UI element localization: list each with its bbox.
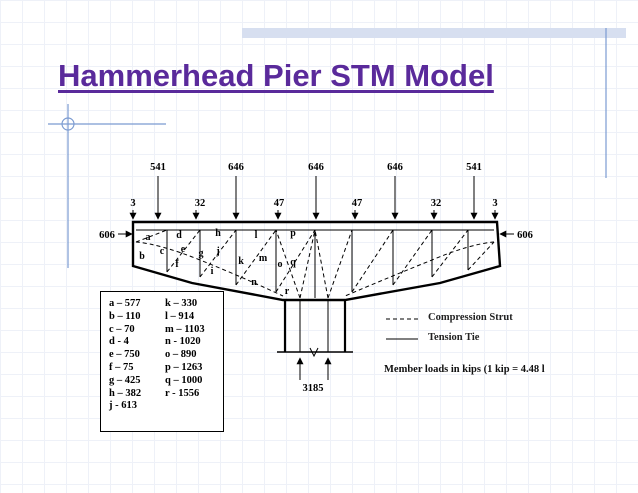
member-load-row: d - 4 — [109, 336, 129, 348]
top-load-label: 646 — [387, 162, 403, 173]
small-load-label: 32 — [431, 198, 442, 209]
member-letter: d — [176, 230, 182, 241]
top-load-label: 646 — [308, 162, 324, 173]
small-load-label: 3 — [492, 198, 497, 209]
top-load-label: 541 — [466, 162, 482, 173]
member-load-row: p – 1263 — [165, 361, 203, 373]
member-letter: l — [255, 230, 258, 241]
member-letter: h — [215, 228, 221, 239]
member-letter: r — [285, 286, 290, 297]
compression-struts — [135, 229, 495, 299]
member-load-row: j - 613 — [109, 400, 137, 412]
member-load-row: a – 577 — [109, 298, 141, 309]
member-letter: i — [211, 266, 214, 277]
tension-ties — [136, 229, 494, 298]
member-load-row: f – 75 — [109, 361, 134, 373]
top-load-label: 541 — [150, 162, 166, 173]
member-load-row: c – 70 — [109, 323, 135, 335]
member-letters: a b c d e f g h i j k l m n o p q r — [139, 228, 296, 297]
member-letter: k — [238, 256, 244, 267]
top-accent-bar — [242, 28, 626, 38]
small-load-label: 47 — [274, 198, 285, 209]
side-load-label-left: 606 — [99, 230, 115, 241]
base-reaction-arrows — [296, 357, 332, 380]
small-load-label: 32 — [195, 198, 206, 209]
member-letter: f — [175, 259, 179, 270]
member-letter: j — [215, 246, 219, 257]
member-letter: c — [160, 246, 165, 257]
member-load-row: r - 1556 — [165, 387, 200, 399]
member-letter: g — [199, 248, 204, 259]
member-load-row: l – 914 — [165, 310, 195, 322]
base-load-label: 3185 — [303, 383, 324, 394]
member-load-row: b – 110 — [109, 310, 141, 322]
small-load-label: 3 — [130, 198, 135, 209]
member-load-column-2: k – 330 l – 914 m – 1103 n - 1020 o – 89… — [165, 298, 205, 400]
member-load-column-1: a – 577 b – 110 c – 70 d - 4 e – 750 f –… — [109, 298, 141, 413]
member-load-row: m – 1103 — [165, 323, 205, 335]
member-letter: m — [259, 253, 268, 264]
top-load-label: 646 — [228, 162, 244, 173]
side-load-label-right: 606 — [517, 230, 533, 241]
slide-title: Hammerhead Pier STM Model — [58, 58, 494, 93]
member-letter: b — [139, 251, 145, 262]
member-letter: a — [146, 232, 151, 243]
small-load-label: 47 — [352, 198, 363, 209]
member-letter: q — [290, 257, 296, 268]
deco-circle — [61, 117, 75, 131]
pier-cap-outline — [131, 220, 502, 302]
compression-key-label: Compression Strut — [428, 312, 513, 323]
member-load-row: h – 382 — [109, 387, 142, 399]
top-load-arrows — [129, 176, 499, 220]
member-letter: n — [251, 277, 257, 288]
pier-column — [277, 300, 353, 358]
member-load-row: n - 1020 — [165, 336, 201, 348]
member-load-table: a – 577 b – 110 c – 70 d - 4 e – 750 f –… — [100, 291, 224, 432]
member-load-row: q – 1000 — [165, 374, 203, 386]
units-note: Member loads in kips (1 kip = 4.48 l — [384, 364, 545, 375]
member-letter: p — [290, 228, 296, 239]
tension-key-label: Tension Tie — [428, 332, 480, 343]
member-load-row: g – 425 — [109, 374, 141, 386]
member-letter: o — [278, 259, 283, 270]
member-letter: e — [181, 244, 186, 255]
member-load-row: e – 750 — [109, 349, 140, 361]
member-load-row: k – 330 — [165, 298, 198, 309]
member-load-row: o – 890 — [165, 349, 197, 361]
